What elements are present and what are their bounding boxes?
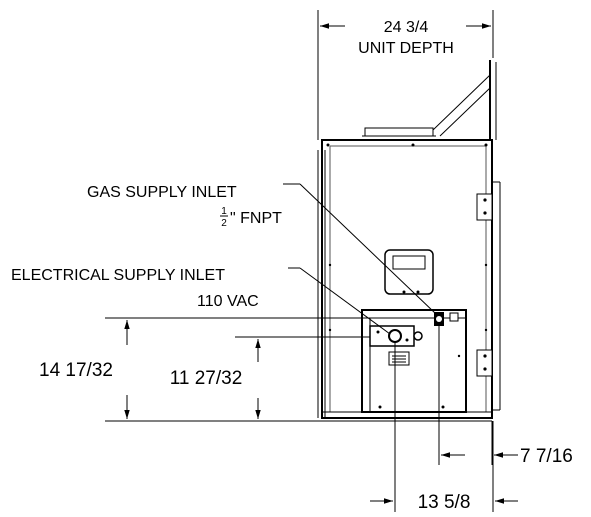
unit-depth-value: 24 3/4 xyxy=(384,19,429,36)
height-right-value: 11 27/32 xyxy=(170,368,243,389)
right-offset-value: 7 7/16 xyxy=(520,446,573,467)
gas-inlet-spec: " FNPT xyxy=(230,210,282,227)
gas-inlet-title: GAS SUPPLY INLET xyxy=(87,184,237,201)
electrical-inlet-title: ELECTRICAL SUPPLY INLET xyxy=(11,267,225,284)
bottom-offset-value: 13 5/8 xyxy=(418,492,471,513)
electrical-inlet-callout: ELECTRICAL SUPPLY INLET 110 VAC xyxy=(11,267,391,335)
gas-inlet-fraction-numerator: 1 xyxy=(221,206,227,217)
gas-inlet-fraction-denominator: 2 xyxy=(221,218,227,229)
unit-depth-label: UNIT DEPTH xyxy=(358,40,454,57)
electrical-inlet-spec: 110 VAC xyxy=(197,293,259,310)
height-dimensions: 14 17/32 11 27/32 xyxy=(39,317,492,422)
right-offset-dimension: 7 7/16 xyxy=(438,326,573,467)
bottom-offset-dimension: 13 5/8 xyxy=(370,342,518,513)
unit-cabinet xyxy=(317,60,501,419)
height-left-value: 14 17/32 xyxy=(39,360,113,381)
unit-depth-dimension: 24 3/4 UNIT DEPTH xyxy=(317,10,494,140)
gas-inlet-callout: GAS SUPPLY INLET 1 2 " FNPT xyxy=(87,183,437,315)
